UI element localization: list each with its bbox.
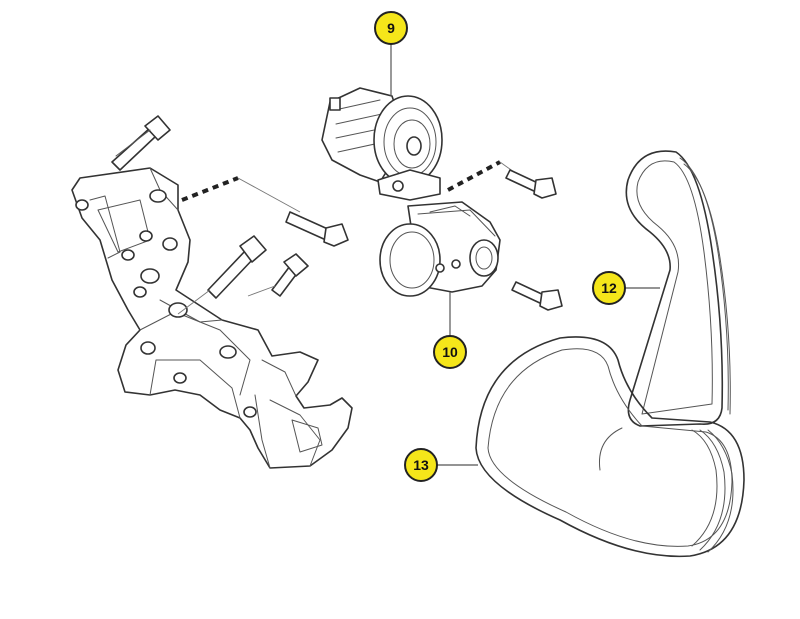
leader-lines [390,43,660,466]
callout-12[interactable]: 12 [592,271,626,305]
callout-13-badge [404,448,438,482]
bolt-middle-right [271,253,309,297]
bolt-upper-right [505,169,557,199]
belt-12 [625,150,731,427]
idler-pulley [379,201,501,297]
callout-13[interactable]: 13 [404,448,438,482]
callout-10-badge [433,335,467,369]
bolt-lower-right [511,281,563,311]
callout-12-badge [592,271,626,305]
callout-9[interactable]: 9 [374,11,408,45]
bolt-upper-left [111,115,171,171]
callout-10-label: 10 [442,344,458,360]
callout-9-badge [374,11,408,45]
mounting-bracket [71,167,353,469]
belt-13 [475,336,745,558]
callout-10[interactable]: 10 [433,335,467,369]
bolt-middle-left [207,235,267,299]
callout-13-label: 13 [413,457,429,473]
bolt-center [285,211,349,247]
callout-9-label: 9 [387,20,395,36]
callout-12-label: 12 [601,280,617,296]
belt-tensioner [321,87,443,201]
